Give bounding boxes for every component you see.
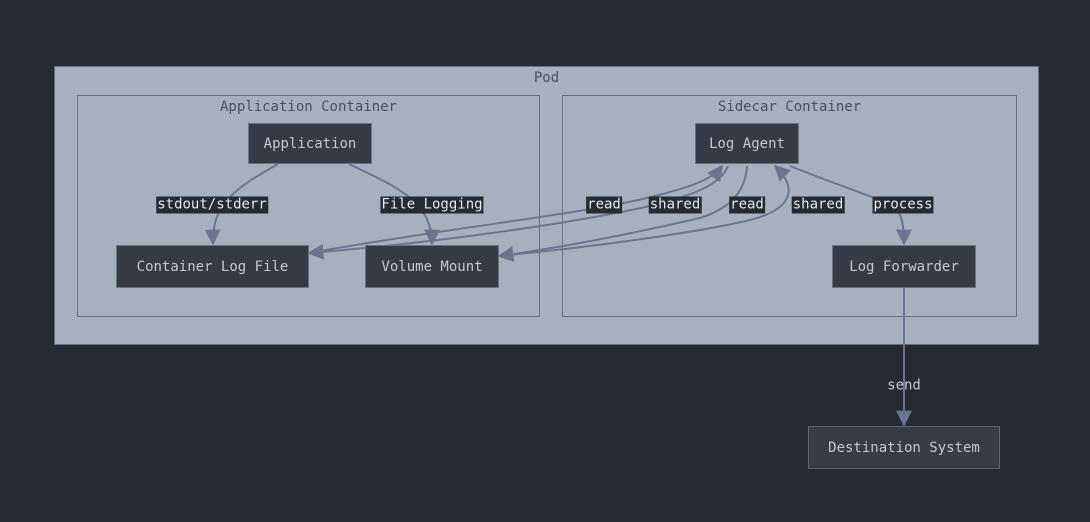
node-log-agent[interactable]: Log Agent (695, 123, 799, 164)
edge-label-shared-1: shared (648, 196, 702, 214)
node-container-log-file[interactable]: Container Log File (116, 245, 309, 288)
node-volume-mount[interactable]: Volume Mount (365, 245, 499, 288)
edge-label-send: send (887, 377, 921, 394)
sidecar-container-title: Sidecar Container (717, 99, 862, 115)
edge-label-read-1: read (586, 196, 622, 214)
edge-label-file-logging: File Logging (380, 196, 484, 214)
node-application[interactable]: Application (248, 123, 372, 164)
edge-label-stdout-stderr: stdout/stderr (156, 196, 268, 214)
edge-label-shared-2: shared (791, 196, 845, 214)
application-container-title: Application Container (219, 99, 397, 115)
pod-cluster-title: Pod (533, 70, 560, 86)
node-destination-system[interactable]: Destination System (808, 426, 1000, 469)
edge-label-process: process (872, 196, 934, 214)
node-log-forwarder[interactable]: Log Forwarder (832, 245, 976, 288)
edge-label-read-2: read (729, 196, 765, 214)
